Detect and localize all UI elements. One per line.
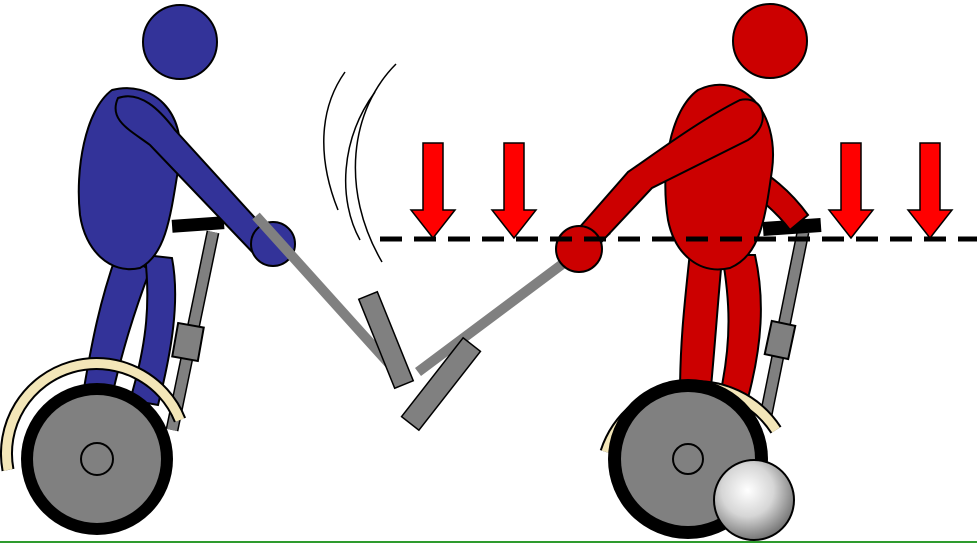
down-arrow-icon (492, 143, 536, 238)
down-arrow-icon (829, 143, 873, 238)
blue-segway-player (6, 5, 295, 535)
down-arrow-icon (411, 143, 455, 238)
red-segway-player (556, 4, 821, 539)
blue-mallet (256, 216, 413, 388)
swing-motion-lines (324, 64, 396, 262)
ball (714, 460, 794, 540)
down-arrow-icon (908, 143, 952, 238)
